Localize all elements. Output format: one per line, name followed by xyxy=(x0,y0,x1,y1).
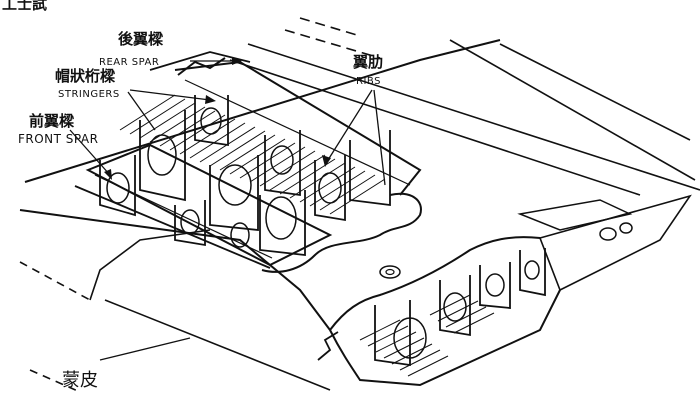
trailing-edge-cutaway xyxy=(317,236,561,387)
ribs-label-zh: 翼肋 xyxy=(352,53,383,71)
label-skin: 蒙皮 xyxy=(62,337,191,391)
top-cropped-text: 工士試 xyxy=(2,0,47,13)
stringers-label-en: STRINGERS xyxy=(58,89,120,100)
label-rear-spar: 後翼樑 REAR SPAR xyxy=(99,30,242,68)
ribs-group xyxy=(99,95,391,257)
label-ribs: 翼肋 RIBS xyxy=(322,53,386,186)
front-spar-label-en: FRONT SPAR xyxy=(18,132,98,146)
label-front-spar: 前翼樑 FRONT SPAR xyxy=(18,112,112,180)
label-stringers: 帽狀桁樑 STRINGERS xyxy=(55,67,216,131)
wing-outline xyxy=(19,17,700,393)
skin-label-zh: 蒙皮 xyxy=(62,370,98,391)
rear-spar-label-zh: 後翼樑 xyxy=(117,30,164,48)
stringers-label-zh: 帽狀桁樑 xyxy=(55,67,116,85)
ribs-label-en: RIBS xyxy=(356,76,381,87)
rear-spar-label-en: REAR SPAR xyxy=(99,57,159,68)
wing-box-structure xyxy=(85,57,422,273)
front-spar-label-zh: 前翼樑 xyxy=(29,112,75,130)
